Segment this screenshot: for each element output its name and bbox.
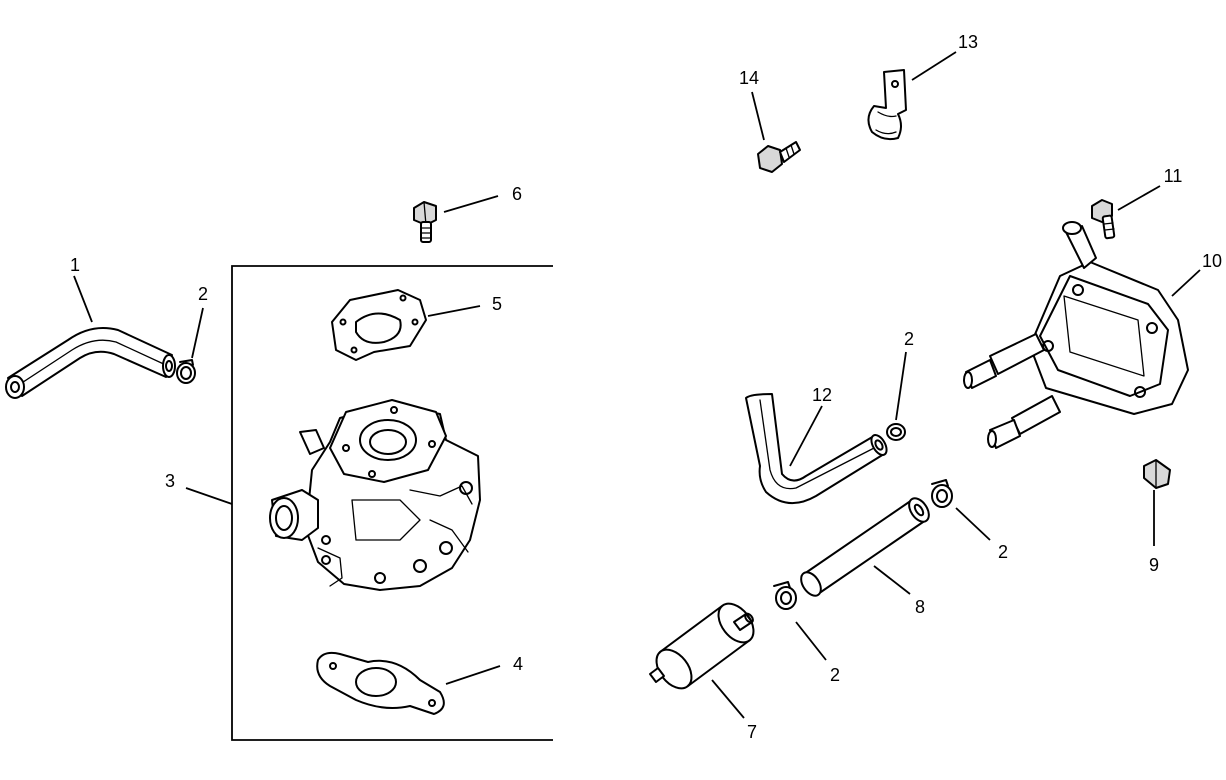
pump-bolt-icon: [1091, 199, 1116, 240]
straight-fuel-hose-icon: [800, 497, 930, 597]
callout-4: 4: [513, 654, 523, 674]
carburetor-assembly-icon: [269, 399, 481, 591]
callout-9: 9: [1149, 555, 1159, 575]
callout-2-bottom: 2: [830, 665, 840, 685]
hose-clamp-bottom-icon: [773, 581, 797, 610]
callout-3: 3: [165, 471, 175, 491]
gasket-bottom-icon: [316, 651, 445, 715]
fuel-hose-elbow-icon: [5, 327, 176, 399]
callout-2-right: 2: [998, 542, 1008, 562]
callout-2-mid: 2: [904, 329, 914, 349]
callout-2-top-left: 2: [198, 284, 208, 304]
carburetor-group-bracket: [231, 265, 553, 741]
callout-10: 10: [1202, 251, 1222, 271]
bolt-icon: [413, 201, 437, 243]
hose-clamp-icon: [176, 359, 196, 384]
hose-clamp-right-icon: [931, 479, 953, 508]
callout-5: 5: [492, 294, 502, 314]
fuel-pump-icon: [963, 221, 1189, 449]
callout-13: 13: [958, 32, 978, 52]
callout-11: 11: [1164, 166, 1183, 186]
nut-icon: [1143, 459, 1171, 489]
callout-14: 14: [739, 68, 759, 88]
line-clamp-icon: [867, 69, 907, 141]
callout-12: 12: [812, 385, 832, 405]
gasket-top-icon: [331, 289, 427, 361]
fuel-filter-icon: [649, 602, 755, 690]
callout-8: 8: [915, 597, 925, 617]
small-bolt-icon: [757, 141, 801, 173]
callout-1: 1: [70, 255, 80, 275]
hose-clamp-mid-icon: [886, 423, 906, 441]
callout-7: 7: [747, 722, 757, 742]
bent-fuel-hose-icon: [745, 393, 888, 504]
callout-6: 6: [512, 184, 522, 204]
